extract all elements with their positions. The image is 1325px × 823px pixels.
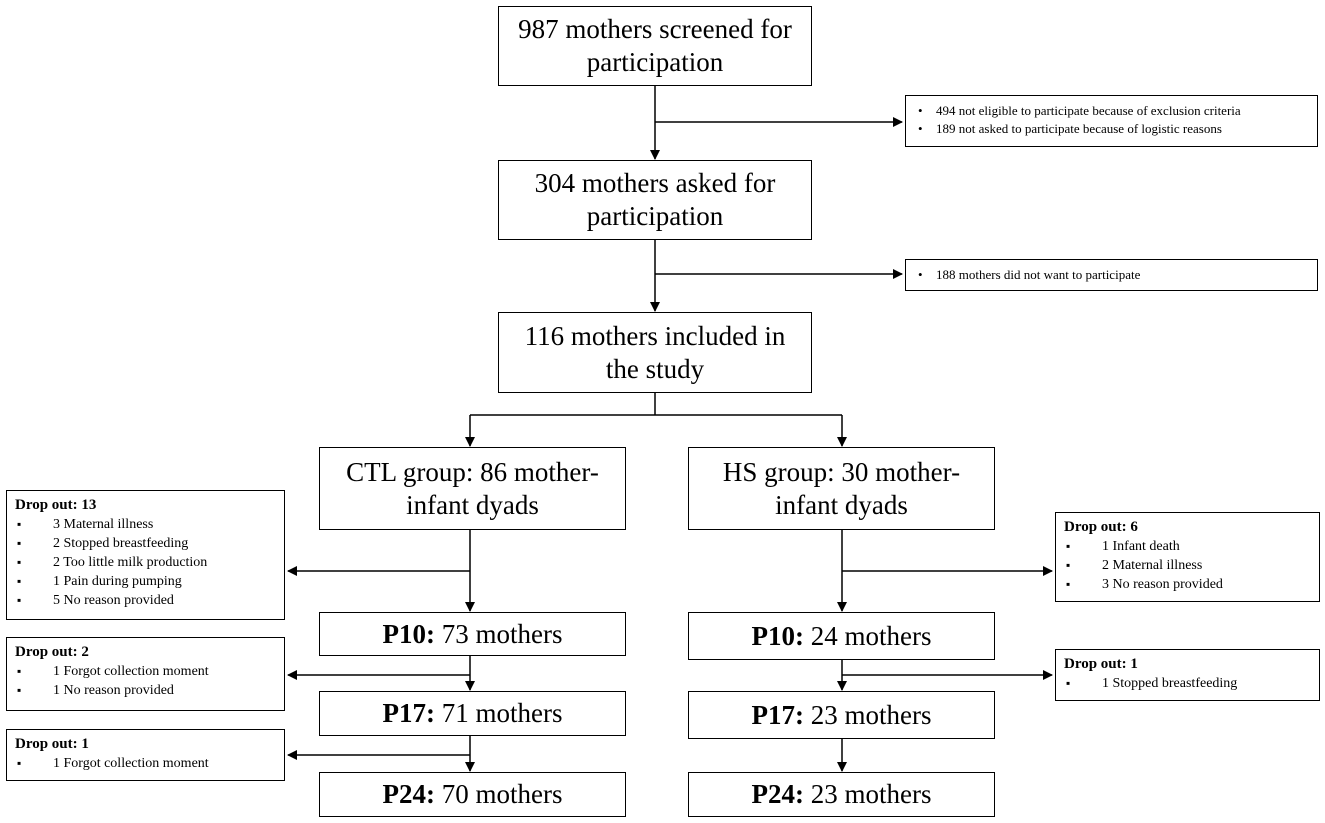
hs-p17-value: 23 mothers [803,699,932,730]
hs-p24-value: 23 mothers [803,779,932,809]
dropout-reason: 1 Forgot collection moment [15,754,276,773]
ctl-p17-value: 71 mothers [434,698,563,728]
hs-group-line1: HS group: 30 mother- [722,456,961,487]
ctl-dropout1-box: Drop out: 13 3 Maternal illness 2 Stoppe… [6,490,285,620]
hs-dropout1-box: Drop out: 6 1 Infant death 2 Maternal il… [1055,512,1320,602]
ctl-dropout3-box: Drop out: 1 1 Forgot collection moment [6,729,285,781]
hs-dropout2-box: Drop out: 1 1 Stopped breastfeeding [1055,649,1320,701]
dropout-reason: 2 Stopped breastfeeding [15,534,276,553]
ctl-p17-box: P17: 71 mothers [319,691,626,736]
hs-p10-label: P10: [751,620,804,651]
dropout-reason: 1 Infant death [1064,537,1311,556]
declined-box: 188 mothers did not want to participate [905,259,1318,291]
dropout-reason: 3 No reason provided [1064,575,1311,594]
declined-item: 188 mothers did not want to participate [914,266,1309,284]
ctl-p17-label: P17: [382,698,435,728]
exclusion-item: 189 not asked to participate because of … [914,120,1309,138]
hs-group-line2: infant dyads [775,489,908,520]
hs-dropout1-title: Drop out: 6 [1064,519,1138,535]
hs-p10-value: 24 mothers [803,620,932,651]
dropout-reason: 2 Maternal illness [1064,556,1311,575]
screening-line2: participation [586,47,724,77]
hs-p17-label: P17: [751,699,804,730]
ctl-p10-label: P10: [382,618,435,649]
dropout-reason: 3 Maternal illness [15,515,276,534]
exclusion-box: 494 not eligible to participate because … [905,95,1318,147]
hs-dropout2-title: Drop out: 1 [1064,656,1138,672]
dropout-reason: 5 No reason provided [15,591,276,610]
exclusion-item: 494 not eligible to participate because … [914,102,1309,120]
dropout-reason: 2 Too little milk production [15,553,276,572]
ctl-p10-box: P10: 73 mothers [319,612,626,656]
dropout-reason: 1 Forgot collection moment [15,662,276,681]
screening-line1: 987 mothers screened for [518,14,792,44]
hs-p24-box: P24: 23 mothers [688,772,995,817]
ctl-group-box: CTL group: 86 mother- infant dyads [319,447,626,530]
dropout-reason: 1 Pain during pumping [15,572,276,591]
screening-box: 987 mothers screened for participation [498,6,812,86]
ctl-dropout3-title: Drop out: 1 [15,736,89,752]
included-line2: the study [605,353,705,384]
ctl-dropout2-box: Drop out: 2 1 Forgot collection moment 1… [6,637,285,711]
dropout-reason: 1 No reason provided [15,681,276,700]
ctl-group-line1: CTL group: 86 mother- [346,456,599,487]
asked-line1: 304 mothers asked for [534,168,776,198]
ctl-p10-value: 73 mothers [434,618,563,649]
asked-line2: participation [586,201,724,231]
hs-p17-box: P17: 23 mothers [688,691,995,739]
dropout-reason: 1 Stopped breastfeeding [1064,674,1311,693]
included-box: 116 mothers included in the study [498,312,812,393]
ctl-p24-value: 70 mothers [434,779,563,809]
hs-group-box: HS group: 30 mother- infant dyads [688,447,995,530]
included-line1: 116 mothers included in [524,320,786,351]
ctl-p24-label: P24: [382,779,435,809]
ctl-dropout2-title: Drop out: 2 [15,644,89,660]
hs-p10-box: P10: 24 mothers [688,612,995,660]
ctl-dropout1-title: Drop out: 13 [15,497,97,513]
hs-p24-label: P24: [751,779,804,809]
ctl-group-line2: infant dyads [406,489,539,520]
ctl-p24-box: P24: 70 mothers [319,772,626,817]
asked-box: 304 mothers asked for participation [498,160,812,240]
